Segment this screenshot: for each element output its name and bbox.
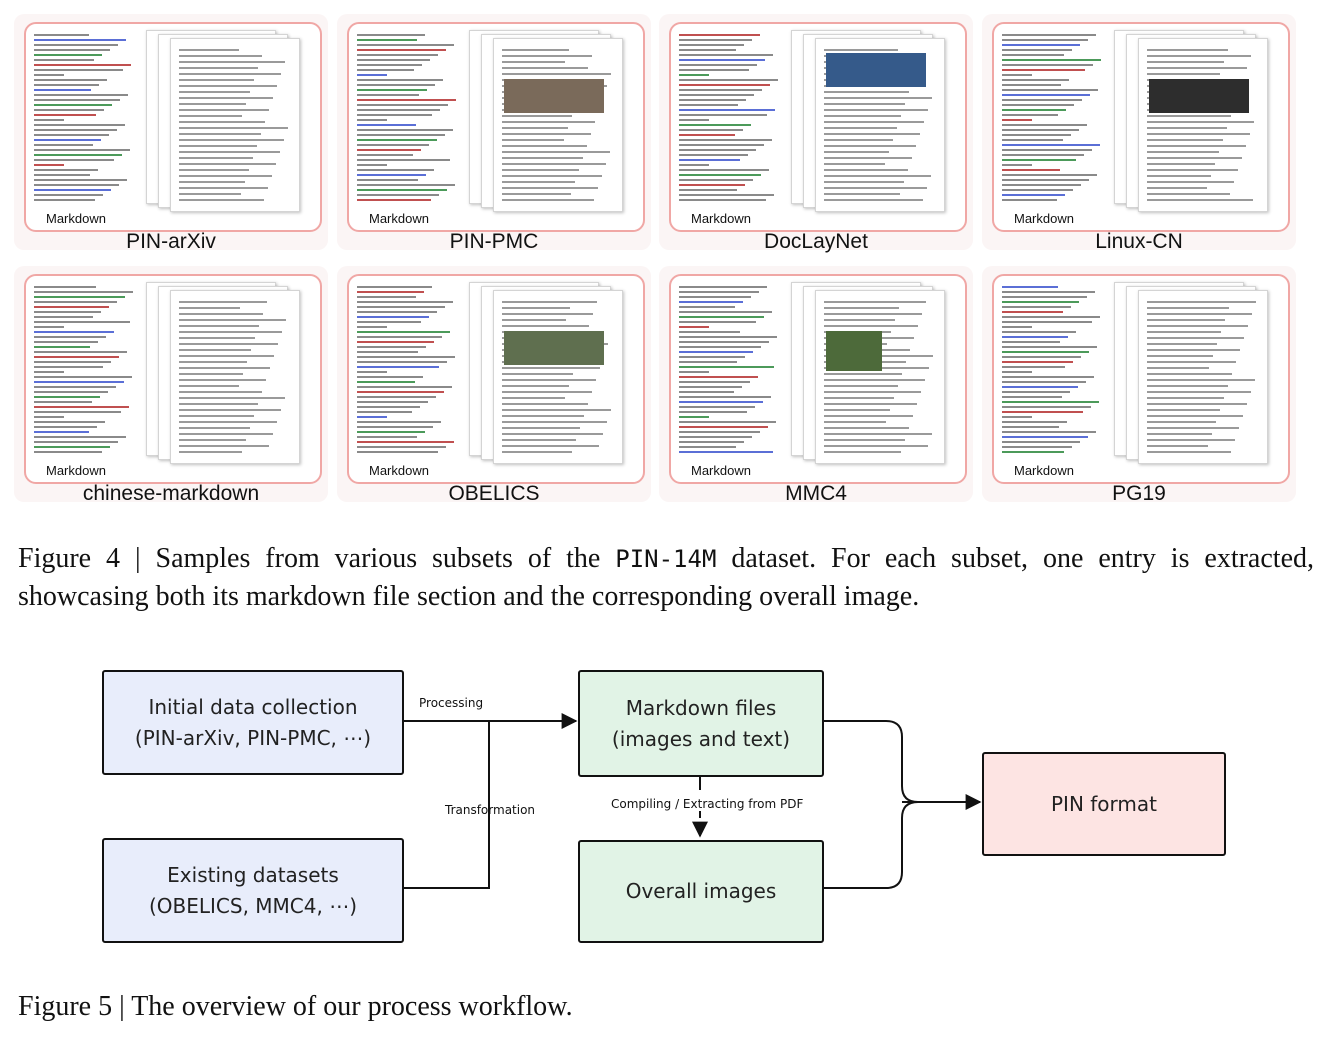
page-figure — [1149, 79, 1249, 113]
overall-image-page — [815, 38, 945, 212]
markdown-caption: Markdown — [1014, 211, 1074, 226]
markdown-files-subtitle: (images and text) — [611, 726, 791, 751]
markdown-caption: Markdown — [369, 463, 429, 478]
overall-image-stack — [469, 30, 639, 226]
figure-5-caption: Figure 5 | The overview of our process w… — [18, 991, 573, 1022]
transformation-connector — [400, 721, 490, 889]
markdown-caption: Markdown — [1014, 463, 1074, 478]
page-figure — [504, 331, 604, 365]
sample-card: Markdown — [347, 274, 645, 484]
overall-image-page — [815, 290, 945, 464]
overall-image-stack — [469, 282, 639, 478]
overall-images-box: Overall images — [578, 840, 824, 943]
page-figure — [826, 53, 926, 87]
sample-card: Markdown — [24, 274, 322, 484]
page-figure — [504, 79, 604, 113]
overall-image-stack — [146, 30, 316, 226]
overall-image-stack — [791, 282, 961, 478]
subset-label: chinese-markdown — [82, 482, 260, 505]
markdown-caption: Markdown — [46, 211, 106, 226]
overall-image-page — [170, 38, 300, 212]
figure-4-caption-prefix: Figure 4 | Samples from various subsets … — [18, 543, 616, 574]
markdown-thumbnail — [357, 34, 459, 202]
pin-format-title: PIN format — [1050, 791, 1157, 816]
initial-data-collection-title: Initial data collection — [148, 694, 358, 719]
overall-images-title: Overall images — [625, 879, 777, 903]
processing-label: Processing — [419, 696, 484, 710]
page-figure — [826, 331, 882, 371]
existing-datasets-sources: (OBELICS, MMC4, ⋯) — [148, 893, 358, 918]
subset-label: PIN-PMC — [449, 230, 539, 253]
overall-image-stack — [791, 30, 961, 226]
sample-card: Markdown — [992, 22, 1290, 232]
overall-image-stack — [1114, 282, 1284, 478]
markdown-thumbnail — [679, 286, 781, 454]
markdown-thumbnail — [357, 286, 459, 454]
existing-datasets-title: Existing datasets — [167, 862, 339, 887]
overall-image-page — [493, 290, 623, 464]
figure-4-caption: Figure 4 | Samples from various subsets … — [18, 540, 1314, 616]
markdown-caption: Markdown — [369, 211, 429, 226]
markdown-thumbnail — [679, 34, 781, 202]
sample-card: Markdown — [669, 22, 967, 232]
sample-card: Markdown — [992, 274, 1290, 484]
sample-card: Markdown — [24, 22, 322, 232]
markdown-thumbnail — [34, 34, 136, 202]
markdown-thumbnail — [1002, 286, 1104, 454]
markdown-files-box: Markdown files (images and text) — [578, 670, 824, 777]
markdown-thumbnail — [1002, 34, 1104, 202]
initial-data-collection-sources: (PIN-arXiv, PIN-PMC, ⋯) — [134, 725, 372, 750]
overall-image-page — [1138, 38, 1268, 212]
overall-image-stack — [146, 282, 316, 478]
markdown-files-title: Markdown files — [625, 695, 777, 720]
existing-datasets-box: Existing datasets (OBELICS, MMC4, ⋯) — [102, 838, 404, 943]
transformation-label: Transformation — [445, 803, 536, 817]
markdown-caption: Markdown — [691, 211, 751, 226]
merge-connector-top — [822, 720, 919, 803]
sample-card: Markdown — [669, 274, 967, 484]
subset-label: Linux-CN — [1095, 230, 1183, 253]
markdown-thumbnail — [34, 286, 136, 454]
subset-label: MMC4 — [785, 482, 847, 505]
compiling-label: Compiling / Extracting from PDF — [609, 797, 806, 811]
subset-label: DocLayNet — [764, 230, 868, 253]
figure-4-caption-rest: dataset. For each subset, one entry is e… — [18, 543, 1314, 612]
overall-image-page — [493, 38, 623, 212]
markdown-caption: Markdown — [691, 463, 751, 478]
subset-label: PIN-arXiv — [126, 230, 216, 253]
merge-connector-bottom — [822, 801, 919, 889]
subset-panel: Markdown chinese-markdown — [14, 266, 328, 505]
sample-card: Markdown — [347, 22, 645, 232]
pin-format-box: PIN format — [982, 752, 1226, 856]
initial-data-collection-box: Initial data collection (PIN-arXiv, PIN-P… — [102, 670, 404, 775]
markdown-caption: Markdown — [46, 463, 106, 478]
subset-label: OBELICS — [448, 482, 540, 505]
overall-image-page — [170, 290, 300, 464]
overall-image-page — [1138, 290, 1268, 464]
overall-image-stack — [1114, 30, 1284, 226]
subset-label: PG19 — [1112, 482, 1166, 505]
dataset-name: PIN-14M — [615, 545, 717, 573]
